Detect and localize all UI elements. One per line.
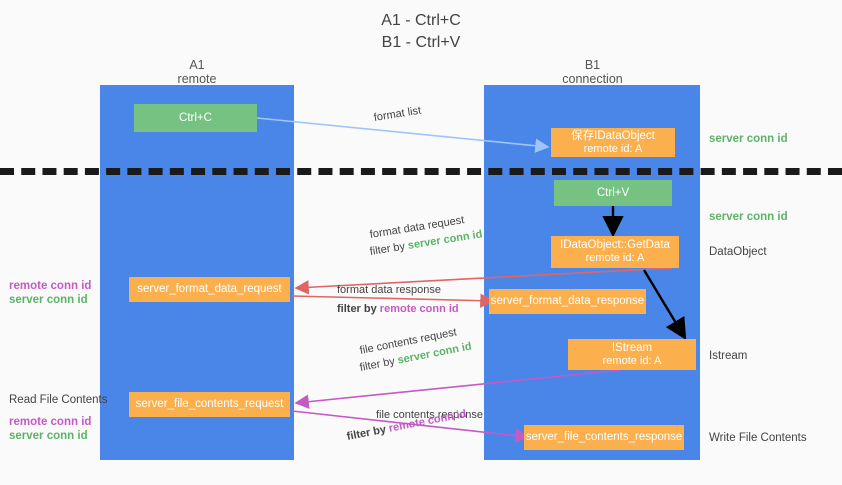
edge-label-fmt-req-prefix: filter by [368,240,409,258]
edge-label-file-resp-prefix: filter by [345,422,391,443]
annotation-read-file-contents: Read File Contents [9,394,108,406]
title-line-2: B1 - Ctrl+V [381,34,461,51]
edge-label-format-list-text: format list [372,104,422,124]
node-file-req-label: server_file_contents_request [135,398,284,410]
node-data-object[interactable]: 保存IDataObject remote id: A [551,128,675,157]
node-file-resp-label: server_file_contents_response [525,431,683,443]
phase-divider [0,168,842,175]
edge-label-fmt-resp-prefix: filter by [337,303,380,315]
edge-label-fmt-resp-line1: format data response [337,284,441,296]
edge-label-file-contents-response: file contents response filter by remote … [346,408,483,445]
node-data-object-sub: remote id: A [583,142,643,155]
edge-label-format-list: format list [373,105,422,126]
column-header-left: A1 remote [112,58,282,86]
node-ctrl-c-label: Ctrl+C [179,111,212,124]
node-data-object-label: 保存IDataObject [571,129,655,142]
node-server-format-data-response[interactable]: server_format_data_response [489,289,646,314]
node-istream-label: IStream [611,341,653,354]
column-right-role: connection [562,72,623,86]
column-right-name: B1 [584,58,601,72]
title-line-1: A1 - Ctrl+C [381,12,461,29]
node-get-data-label: IDataObject::GetData [560,239,670,251]
annotation-server-conn-id-lower: server conn id [9,430,88,442]
annotation-remote-conn-id-lower: remote conn id [9,416,92,428]
edge-label-fmt-resp-filter: remote conn id [379,303,459,315]
node-server-format-data-request[interactable]: server_format_data_request [129,277,290,302]
annotation-server-conn-id-upper: server conn id [9,294,88,306]
node-istream-sub: remote id: A [602,354,662,367]
node-ctrl-v[interactable]: Ctrl+V [554,180,672,206]
node-ctrl-c[interactable]: Ctrl+C [134,104,257,132]
node-fmt-req-label: server_format_data_request [137,283,282,295]
node-get-data[interactable]: IDataObject::GetData remote id: A [551,236,679,268]
annotation-server-conn-id-second: server conn id [709,211,788,223]
page-title: A1 - Ctrl+C B1 - Ctrl+V [0,10,842,54]
node-get-data-sub: remote id: A [585,252,645,264]
node-fmt-resp-label: server_format_data_response [490,295,645,307]
edge-label-format-data-request: format data request filter by server con… [368,214,484,260]
column-left-role: remote [177,72,217,86]
column-left-name: A1 [189,58,205,72]
edge-label-file-contents-request: file contents request filter by server c… [359,326,474,376]
annotation-dataobject: DataObject [709,246,767,258]
edge-label-format-data-response: format data response filter by remote co… [337,283,459,317]
node-server-file-contents-response[interactable]: server_file_contents_response [524,425,684,450]
annotation-write-file-contents: Write File Contents [709,432,807,444]
node-ctrl-v-label: Ctrl+V [596,186,630,199]
annotation-server-conn-id-top: server conn id [709,133,788,145]
annotation-istream: Istream [709,350,748,362]
node-server-file-contents-request[interactable]: server_file_contents_request [129,392,290,417]
column-header-right: B1 connection [505,58,680,86]
annotation-remote-conn-id-upper: remote conn id [9,280,92,292]
node-istream[interactable]: IStream remote id: A [568,339,696,370]
